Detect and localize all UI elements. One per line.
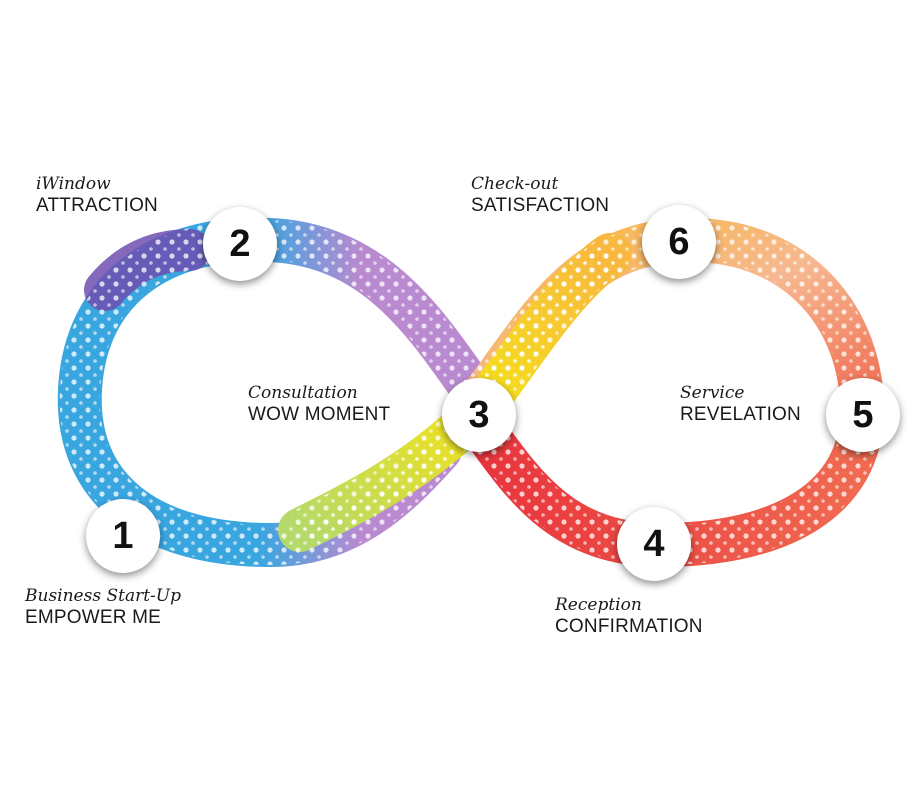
step-1-title: EMPOWER ME	[25, 606, 162, 628]
step-1-subtitle: Business Start-Up	[25, 586, 181, 606]
step-4-subtitle: Reception	[555, 595, 642, 615]
step-6-label: Check-out SATISFACTION	[471, 174, 610, 216]
step-2-title: ATTRACTION	[36, 194, 158, 216]
step-2-number: 2	[229, 222, 251, 265]
step-3-label: Consultation WOW MOMENT	[248, 383, 391, 425]
step-5-number: 5	[852, 393, 874, 436]
step-3-marker: 3	[442, 378, 516, 452]
step-4-marker: 4	[617, 507, 691, 581]
step-2-marker: 2	[203, 207, 277, 281]
step-4-number: 4	[643, 522, 665, 565]
step-6-marker: 6	[642, 205, 716, 279]
dot-texture-right	[463, 219, 883, 566]
step-3-subtitle: Consultation	[248, 383, 358, 403]
step-4-title: CONFIRMATION	[555, 615, 703, 637]
step-3-title: WOW MOMENT	[248, 403, 391, 425]
step-6-title: SATISFACTION	[471, 194, 610, 216]
step-5-marker: 5	[826, 378, 900, 452]
step-1-label: Business Start-Up EMPOWER ME	[25, 586, 181, 628]
step-1-number: 1	[112, 514, 134, 557]
step-2-subtitle: iWindow	[36, 174, 111, 194]
step-5-title: REVELATION	[680, 403, 801, 425]
step-4-label: Reception CONFIRMATION	[555, 595, 703, 637]
step-2-label: iWindow ATTRACTION	[36, 174, 158, 216]
step-5-subtitle: Service	[680, 383, 745, 403]
step-1-marker: 1	[86, 499, 160, 573]
step-6-number: 6	[668, 220, 690, 263]
step-5-label: Service REVELATION	[680, 383, 801, 425]
step-6-subtitle: Check-out	[471, 174, 559, 194]
step-3-number: 3	[468, 393, 490, 436]
